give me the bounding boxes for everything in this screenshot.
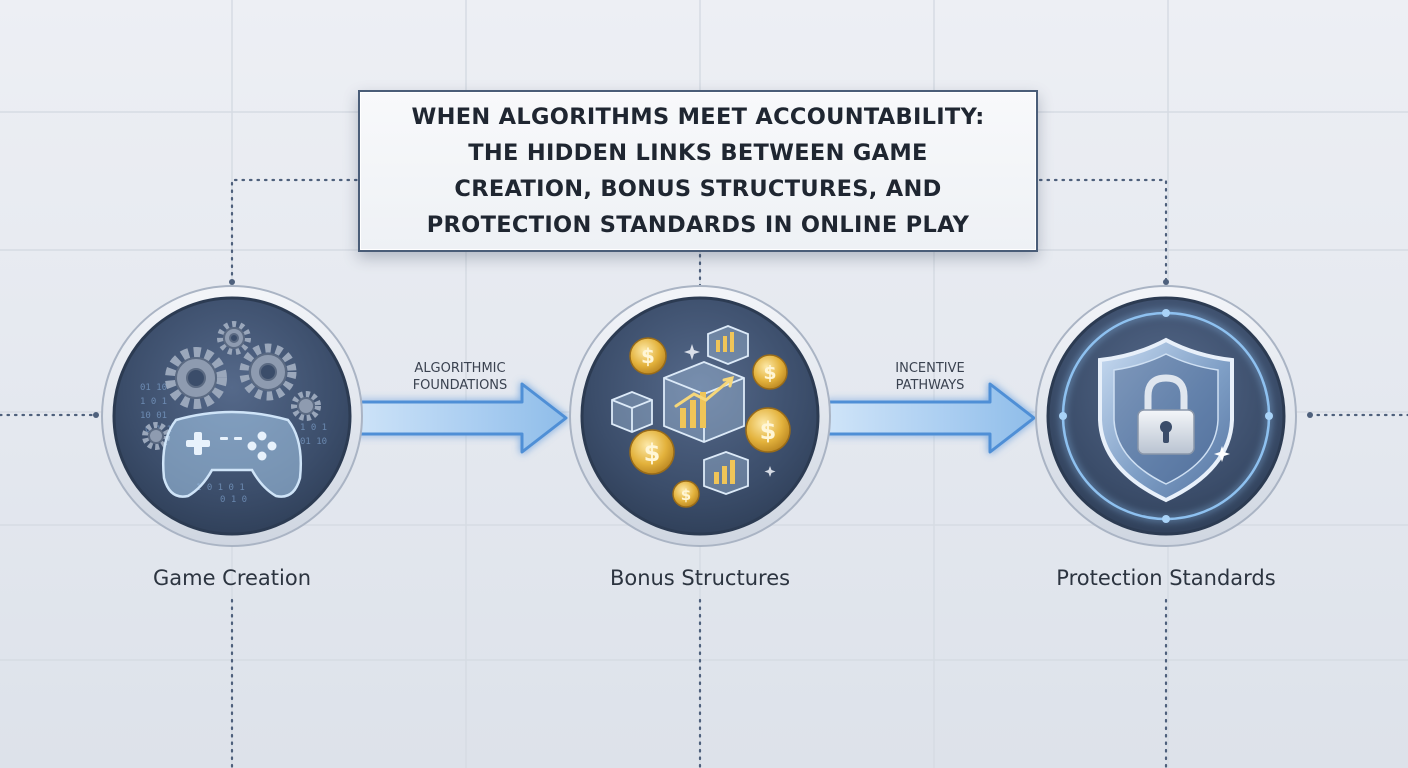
node-protection-standards: [1035, 285, 1297, 547]
arrow-label-line: PATHWAYS: [895, 378, 965, 393]
node-label-bonus-structures: Bonus Structures: [609, 566, 791, 590]
svg-text:$: $: [641, 344, 655, 368]
arrow-label-line: FOUNDATIONS: [412, 378, 508, 393]
svg-text:1 0 1: 1 0 1: [140, 397, 167, 407]
title-box: WHEN ALGORITHMS MEET ACCOUNTABILITY: THE…: [358, 90, 1038, 252]
svg-text:$: $: [644, 439, 661, 467]
svg-text:1 0 1 0 1: 1 0 1 0 1: [196, 483, 245, 493]
svg-text:1 0 1: 1 0 1: [300, 423, 327, 433]
svg-text:$: $: [763, 362, 776, 384]
title-line-4: PROTECTION STANDARDS IN ONLINE PLAY: [426, 212, 970, 238]
title-line-2: THE HIDDEN LINKS BETWEEN GAME: [468, 140, 928, 166]
arrow-label-line: INCENTIVE: [895, 361, 965, 376]
node-label-protection-standards: Protection Standards: [1056, 566, 1276, 590]
dotted-connectors: [0, 178, 1408, 768]
svg-text:$: $: [681, 486, 691, 504]
svg-text:10 01: 10 01: [140, 411, 167, 421]
svg-text:0 1 0: 0 1 0: [220, 495, 247, 505]
shield-lock-icon: [1059, 309, 1273, 523]
node-label-game-creation: Game Creation: [152, 566, 312, 590]
coins-chart-cubes-icon: $ $ $ $ $: [611, 325, 791, 508]
arrow-label-line: ALGORITHMIC: [414, 361, 506, 376]
arrow-label-algorithmic-foundations: ALGORITHMIC FOUNDATIONS: [360, 360, 560, 394]
gamepad-gears-icon: 01 101 0 110 01 0 1 11 0 101 10 1 0 1 0 …: [140, 321, 327, 505]
title-line-3: CREATION, BONUS STRUCTURES, AND: [454, 176, 942, 202]
arrow-bonus-to-protection: [826, 382, 1036, 454]
diagram-title: WHEN ALGORITHMS MEET ACCOUNTABILITY: THE…: [411, 99, 984, 243]
arrow-game-to-bonus: [348, 382, 568, 454]
title-line-1: WHEN ALGORITHMS MEET ACCOUNTABILITY:: [411, 104, 985, 130]
svg-text:01 10: 01 10: [300, 437, 327, 447]
svg-text:$: $: [760, 417, 777, 445]
svg-text:01 10: 01 10: [140, 383, 167, 393]
arrow-label-incentive-pathways: INCENTIVE PATHWAYS: [830, 360, 1030, 394]
node-bonus-structures: $ $ $ $ $: [569, 285, 831, 547]
node-game-creation: 01 101 0 110 01 0 1 11 0 101 10 1 0 1 0 …: [101, 285, 363, 547]
